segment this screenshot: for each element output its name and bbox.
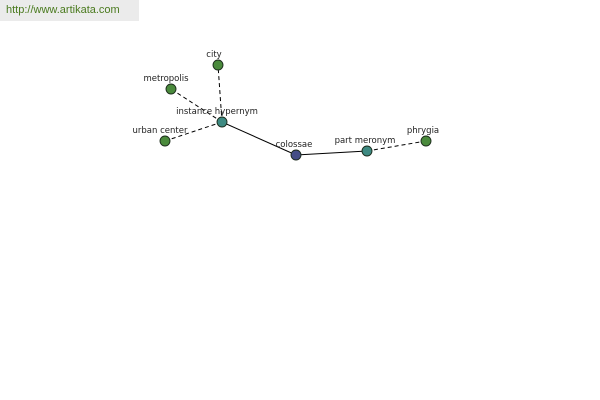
node-label-city: city (206, 50, 221, 60)
edge-part-meronym-to-phrygia (366, 140, 427, 152)
node-instance-hypernym[interactable] (216, 116, 228, 128)
node-colossae[interactable] (290, 149, 302, 161)
node-label-metropolis: metropolis (143, 74, 189, 84)
node-phrygia[interactable] (420, 135, 432, 147)
edge-instance-hypernym-to-city (217, 64, 223, 123)
node-label-part-meronym: part meronym (335, 136, 396, 146)
nodes-layer (159, 59, 432, 161)
watermark-link[interactable]: http://www.artikata.com (0, 0, 139, 21)
node-label-urban-center: urban center (133, 126, 188, 136)
node-city[interactable] (212, 59, 224, 71)
node-label-phrygia: phrygia (407, 126, 439, 136)
edge-instance-hypernym-to-metropolis (170, 88, 223, 123)
node-metropolis[interactable] (165, 83, 177, 95)
node-part-meronym[interactable] (361, 145, 373, 157)
edge-instance-hypernym-to-urban-center (164, 121, 223, 142)
edges-layer (164, 64, 427, 156)
edge-instance-hypernym-to-colossae (221, 121, 297, 156)
node-urban-center[interactable] (159, 135, 171, 147)
node-label-instance-hypernym: instance hypernym (176, 107, 258, 117)
labels-layer: city metropolis instance hypernym urban cen… (133, 50, 440, 150)
node-label-colossae: colossae (276, 140, 313, 150)
edge-colossae-to-part-meronym (295, 150, 368, 156)
